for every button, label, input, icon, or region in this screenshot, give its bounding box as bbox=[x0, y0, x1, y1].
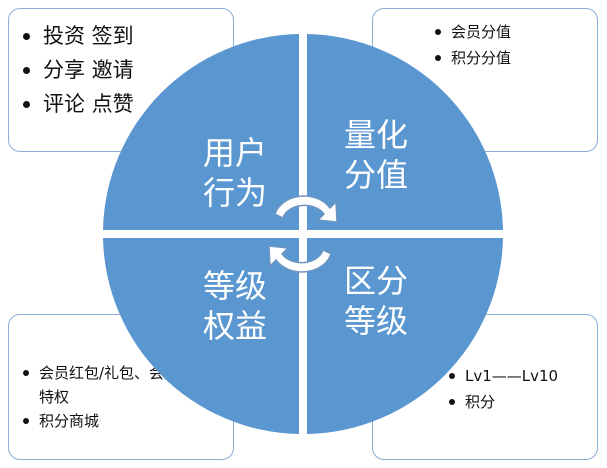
list-item: 投资 签到 bbox=[23, 19, 233, 53]
quadrant-label-line: 量化 bbox=[343, 116, 408, 154]
quadrant-label-top-left: 用户 行为 bbox=[175, 133, 295, 213]
quadrant-label-line: 用户 bbox=[202, 134, 267, 172]
quadrant-top-right bbox=[307, 34, 503, 230]
list-item: 积分 bbox=[449, 389, 597, 415]
quadrant-label-bottom-left: 等级 权益 bbox=[175, 266, 295, 346]
cycle-arrow-icon bbox=[268, 195, 338, 273]
quadrant-label-top-right: 量化 分值 bbox=[316, 115, 436, 195]
quadrant-top-left bbox=[103, 34, 299, 230]
quadrant-label-line: 权益 bbox=[202, 307, 267, 345]
bullet-list: 会员分值 积分分值 bbox=[373, 9, 597, 71]
list-item: 评论 点赞 bbox=[23, 87, 233, 121]
quadrant-label-line: 区分 bbox=[343, 262, 408, 300]
bullet-list: 投资 签到 分享 邀请 评论 点赞 bbox=[9, 9, 233, 121]
quadrant-bottom-left bbox=[103, 238, 299, 434]
quadrant-bottom-right bbox=[307, 238, 503, 434]
quadrant-label-bottom-right: 区分 等级 bbox=[316, 261, 436, 341]
list-item: 会员红包/礼包、会员特权 bbox=[23, 361, 189, 409]
list-item: 积分商城 bbox=[23, 409, 189, 433]
list-item: 会员分值 bbox=[435, 19, 597, 45]
list-item: 积分分值 bbox=[435, 45, 597, 71]
quadrant-label-line: 分值 bbox=[343, 156, 408, 194]
bullet-list: 会员红包/礼包、会员特权 积分商城 bbox=[9, 315, 233, 433]
list-item: Lv1——Lv10 bbox=[449, 363, 597, 389]
quadrant-label-line: 等级 bbox=[343, 302, 408, 340]
quadrant-label-line: 行为 bbox=[202, 174, 267, 212]
list-item: 分享 邀请 bbox=[23, 53, 233, 87]
quadrant-label-line: 等级 bbox=[202, 267, 267, 305]
bullet-list: Lv1——Lv10 积分 bbox=[373, 315, 597, 415]
